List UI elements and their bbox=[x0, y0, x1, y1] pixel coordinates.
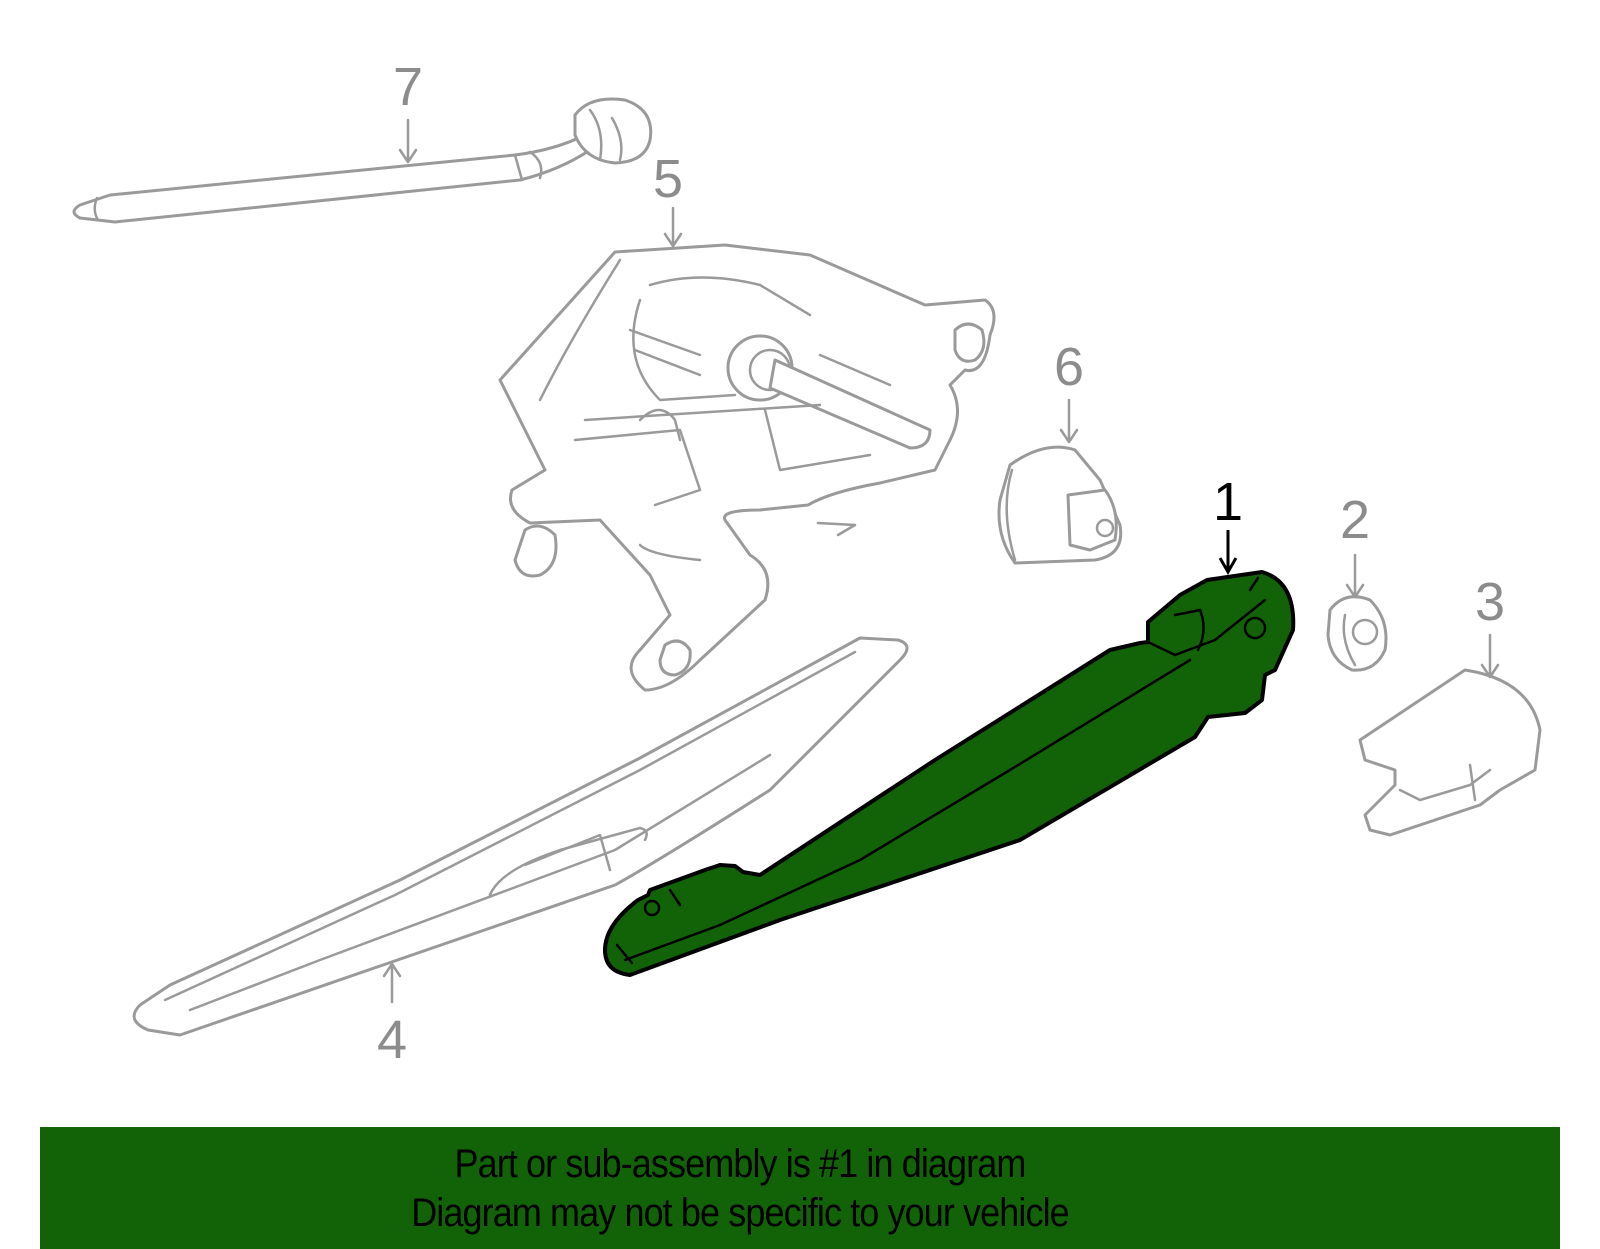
part-1-wiper-arm-highlighted[interactable] bbox=[603, 570, 1296, 977]
part-3-cap[interactable] bbox=[1358, 668, 1542, 837]
arrow-7 bbox=[398, 118, 418, 164]
part-2-nut[interactable] bbox=[1326, 595, 1388, 672]
part-7-shaft[interactable] bbox=[72, 97, 653, 224]
arrow-1 bbox=[1218, 530, 1238, 576]
callout-4: 4 bbox=[377, 1010, 407, 1070]
info-banner: Part or sub-assembly is #1 in diagram Di… bbox=[40, 1127, 1560, 1249]
banner-disclaimer: Diagram may not be specific to your vehi… bbox=[411, 1191, 1070, 1235]
arrow-3 bbox=[1480, 633, 1500, 679]
callout-6: 6 bbox=[1054, 337, 1084, 397]
arrow-2 bbox=[1345, 553, 1365, 599]
callout-1: 1 bbox=[1213, 472, 1243, 532]
callout-3: 3 bbox=[1475, 572, 1505, 632]
part-5-wiper-motor[interactable] bbox=[498, 243, 996, 692]
part-6-grommet[interactable] bbox=[997, 445, 1123, 565]
callout-5: 5 bbox=[653, 149, 683, 209]
arrow-4 bbox=[382, 962, 402, 1004]
part-4-wiper-blade[interactable] bbox=[132, 636, 909, 1037]
callout-2: 2 bbox=[1340, 490, 1370, 550]
callout-7: 7 bbox=[393, 57, 423, 117]
arrow-5 bbox=[663, 206, 683, 248]
banner-part-info: Part or sub-assembly is #1 in diagram bbox=[454, 1142, 1027, 1186]
parts-diagram: 7 5 6 4 bbox=[72, 57, 1542, 1070]
arrow-6 bbox=[1059, 398, 1079, 444]
